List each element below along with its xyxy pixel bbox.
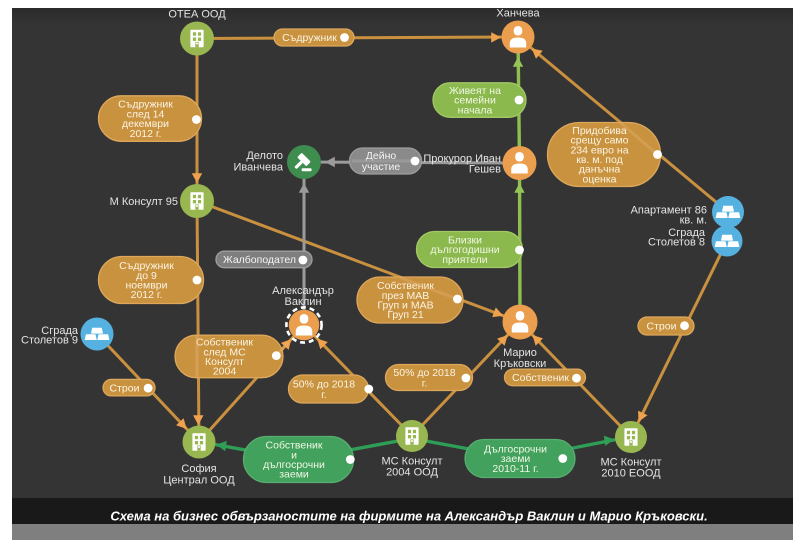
svg-text:234 евро на: 234 евро на xyxy=(570,144,628,156)
svg-text:кв. м.: кв. м. xyxy=(680,215,707,227)
svg-text:Ваклин: Ваклин xyxy=(284,296,321,308)
svg-text:заеми: заеми xyxy=(279,469,309,481)
svg-text:Столетов 8: Столетов 8 xyxy=(648,237,705,249)
svg-text:Марио: Марио xyxy=(503,347,537,359)
svg-text:декември: декември xyxy=(122,118,169,130)
svg-text:Съдружник: Съдружник xyxy=(119,260,174,272)
svg-text:2012 г.: 2012 г. xyxy=(131,289,163,301)
svg-text:Груп и МАВ: Груп и МАВ xyxy=(377,300,433,312)
svg-text:г.: г. xyxy=(422,377,427,389)
svg-text:2010 ЕООД: 2010 ЕООД xyxy=(601,468,661,480)
svg-text:София: София xyxy=(181,463,216,475)
svg-text:участие: участие xyxy=(362,161,400,173)
svg-text:ноември: ноември xyxy=(126,280,168,292)
svg-text:Собственик: Собственик xyxy=(266,440,323,452)
svg-text:Александър: Александър xyxy=(272,285,334,297)
svg-text:2010-11 г.: 2010-11 г. xyxy=(492,463,538,475)
svg-text:2012 г.: 2012 г. xyxy=(130,128,162,140)
svg-text:ОТЕА ООД: ОТЕА ООД xyxy=(168,9,226,21)
svg-text:приятели: приятели xyxy=(442,254,487,266)
svg-text:Строи: Строи xyxy=(110,382,140,394)
svg-text:Ханчева: Ханчева xyxy=(496,8,540,20)
svg-text:Сграда: Сграда xyxy=(41,325,79,337)
svg-text:МС Консулт: МС Консулт xyxy=(601,457,662,469)
svg-text:Столетов 9: Столетов 9 xyxy=(21,335,78,347)
svg-text:кв. м. под: кв. м. под xyxy=(576,154,622,166)
svg-text:МС Консулт: МС Консулт xyxy=(382,456,443,468)
svg-text:Консулт: Консулт xyxy=(205,356,244,368)
svg-text:семейни: семейни xyxy=(454,95,496,107)
svg-text:Живеят на: Живеят на xyxy=(449,85,501,97)
svg-text:2004: 2004 xyxy=(213,366,237,378)
svg-text:Гешев: Гешев xyxy=(469,164,501,176)
svg-text:50% до 2018: 50% до 2018 xyxy=(293,379,355,391)
svg-text:г.: г. xyxy=(321,389,326,401)
svg-text:Централ ООД: Централ ООД xyxy=(163,475,235,487)
svg-text:Собственик: Собственик xyxy=(512,372,569,384)
svg-text:Делото: Делото xyxy=(246,150,283,162)
svg-text:Собственик: Собственик xyxy=(377,280,434,292)
svg-text:Дългосрочни: Дългосрочни xyxy=(484,444,547,456)
svg-text:50% до 2018: 50% до 2018 xyxy=(393,367,455,379)
svg-text:Строи: Строи xyxy=(647,321,677,333)
svg-text:Съдружник: Съдружник xyxy=(282,32,337,44)
svg-text:Схема на бизнес обвързаностите: Схема на бизнес обвързаностите на фирмит… xyxy=(110,509,707,524)
svg-text:и: и xyxy=(291,449,297,461)
svg-text:Груп 21: Груп 21 xyxy=(387,309,424,321)
svg-text:дългогодишни: дългогодишни xyxy=(430,244,499,256)
svg-text:2004 ООД: 2004 ООД xyxy=(386,467,438,479)
svg-text:данъчна: данъчна xyxy=(579,164,621,176)
svg-text:срещу само: срещу само xyxy=(570,135,628,147)
svg-text:Прокурор Иван: Прокурор Иван xyxy=(423,153,501,165)
svg-text:след 14: след 14 xyxy=(127,108,165,120)
svg-text:Иванчева: Иванчева xyxy=(233,162,283,174)
svg-text:след МС: след МС xyxy=(203,346,246,358)
svg-text:Придобива: Придобива xyxy=(572,125,627,137)
svg-text:М Консулт 95: М Консулт 95 xyxy=(110,196,178,208)
svg-text:Жалбоподател: Жалбоподател xyxy=(223,254,296,266)
svg-text:през МАВ: през МАВ xyxy=(382,290,430,302)
svg-text:дългосрочни: дългосрочни xyxy=(263,459,325,471)
svg-text:Сграда: Сграда xyxy=(668,227,706,239)
svg-text:начала: начала xyxy=(458,104,493,116)
svg-text:Кръковски: Кръковски xyxy=(494,358,547,370)
svg-text:до 9: до 9 xyxy=(136,270,157,282)
svg-text:Апартамент 86: Апартамент 86 xyxy=(631,205,707,217)
svg-text:Собственик: Собственик xyxy=(196,337,253,349)
svg-text:Дейно: Дейно xyxy=(366,150,397,162)
svg-text:Близки: Близки xyxy=(448,235,482,247)
svg-text:Съдружник: Съдружник xyxy=(118,99,173,111)
svg-text:заеми: заеми xyxy=(501,453,531,465)
svg-text:оценка: оценка xyxy=(582,173,616,185)
